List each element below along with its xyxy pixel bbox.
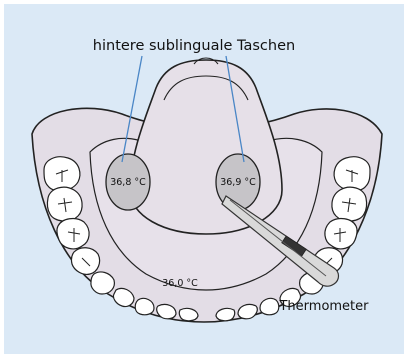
- temp-left: 36,8 °C: [110, 177, 146, 188]
- temp-right: 36,9 °C: [220, 177, 256, 188]
- temp-center: 36,0 °C: [162, 278, 198, 289]
- tooth: [57, 219, 89, 249]
- tongue: [130, 60, 282, 234]
- tooth: [260, 298, 279, 314]
- tooth: [91, 272, 114, 294]
- diagram-panel: hintere sublinguale Taschen 36,8 °C 36,9…: [4, 4, 404, 354]
- sublingual-pockets-title: hintere sublinguale Taschen: [93, 38, 295, 54]
- mouth-diagram: hintere sublinguale Taschen 36,8 °C 36,9…: [4, 4, 408, 362]
- tooth: [179, 308, 198, 320]
- tooth: [216, 308, 235, 320]
- tooth: [325, 219, 357, 249]
- tooth: [135, 298, 154, 314]
- thermometer-label: Thermometer: [278, 299, 369, 314]
